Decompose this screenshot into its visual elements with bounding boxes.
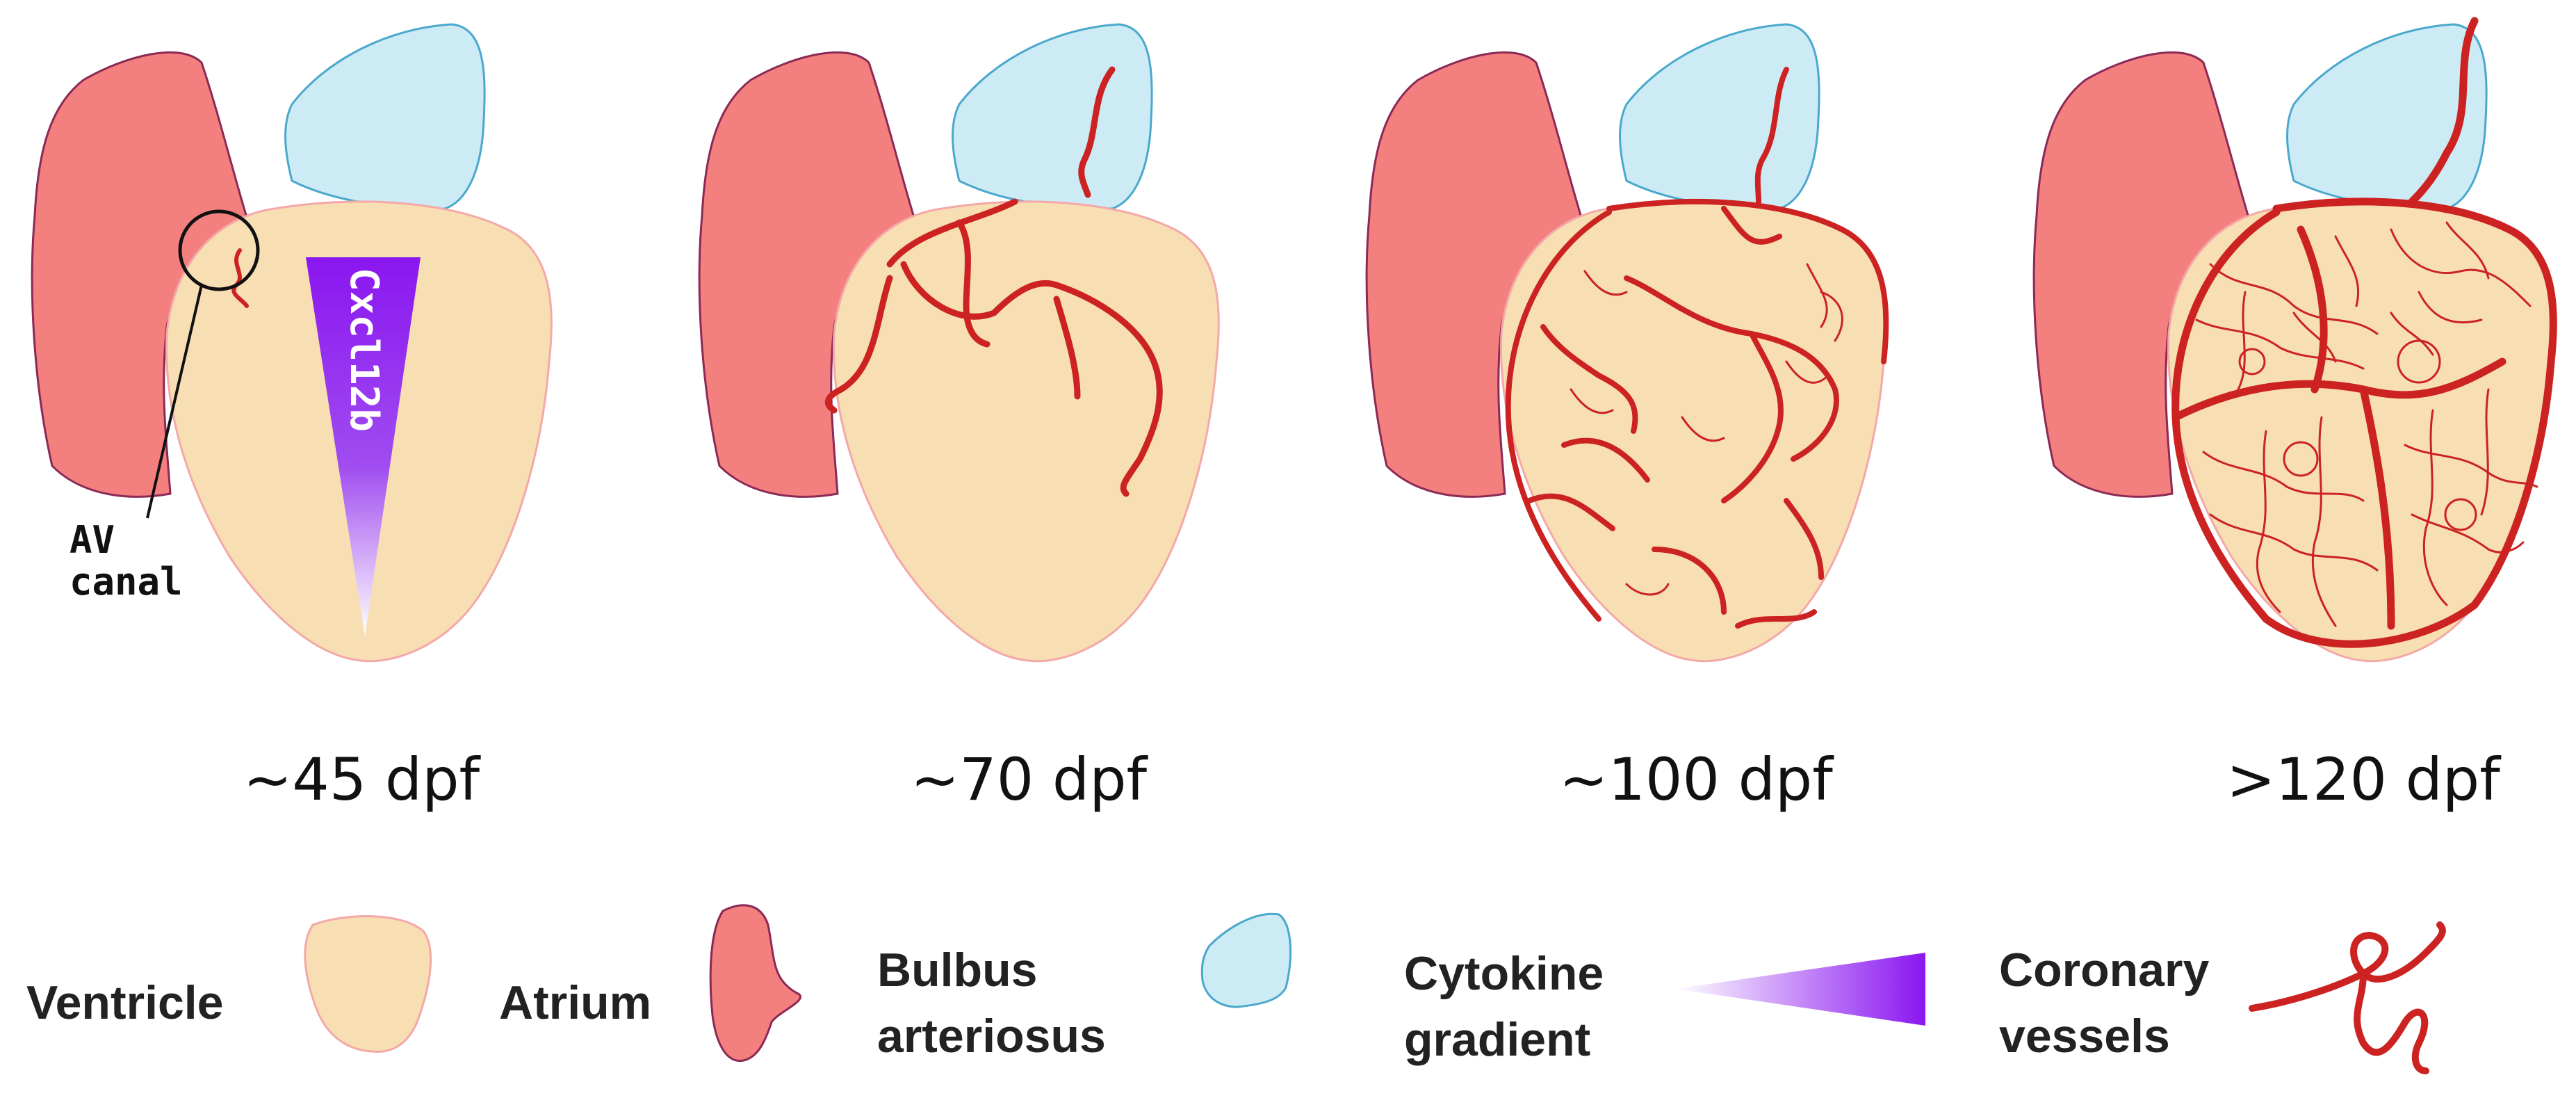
stage-4-heart (2032, 17, 2557, 663)
av-canal-pointer (146, 284, 203, 519)
coronary-vessels (2171, 17, 2557, 648)
stage-1-heart: Cxcl12b AV canal (31, 23, 553, 663)
legend-bulbus-label-line2: arteriosus (877, 1010, 1106, 1063)
legend-bulbus: Bulbus arteriosus (877, 912, 1291, 1063)
bulbus-shape (952, 23, 1153, 210)
bulbus-shape (284, 23, 486, 210)
coronary-capillaries (2195, 221, 2538, 627)
bulbus-shape (2286, 23, 2488, 210)
legend-cytokine: Cytokine gradient (1404, 947, 1925, 1066)
legend-cytokine-label-line1: Cytokine (1404, 947, 1604, 1000)
legend-coronary: Coronary vessels (1999, 921, 2446, 1074)
coronary-capillaries (1570, 263, 1843, 596)
stage-2-heart (698, 23, 1220, 663)
bulbus-shape (1619, 23, 1820, 210)
legend-ventricle: Ventricle (26, 915, 432, 1053)
av-canal-circle (178, 209, 260, 291)
stage-3-heart (1365, 23, 1889, 663)
coronary-vessels (824, 66, 1163, 497)
legend-cytokine-label-line2: gradient (1404, 1013, 1590, 1066)
cxcl12b-label: Cxcl12b (341, 268, 386, 432)
cytokine-gradient-swatch (1675, 953, 1925, 1026)
coronary-vessels (1505, 67, 1889, 629)
legend-atrium-label: Atrium (499, 976, 651, 1029)
legend-atrium: Atrium (499, 904, 802, 1062)
av-canal-label-line2: canal (70, 560, 183, 604)
legend: Ventricle Atrium Bulbus arteriosus Cytok… (26, 904, 2446, 1074)
legend-ventricle-label: Ventricle (26, 976, 224, 1029)
bulbus-swatch (1200, 912, 1291, 1008)
stage-label-45dpf: ~45 dpf (243, 745, 482, 814)
ventricle-shape (2167, 200, 2554, 663)
stage-label-100dpf: ~100 dpf (1559, 745, 1834, 814)
atrium-swatch (709, 904, 802, 1062)
cxcl12b-gradient (306, 257, 421, 636)
legend-coronary-label-line1: Coronary (1999, 944, 2209, 996)
stage-label-70dpf: ~70 dpf (911, 745, 1149, 814)
legend-bulbus-label-line1: Bulbus (877, 944, 1037, 996)
stage-label-120dpf: >120 dpf (2226, 745, 2502, 814)
legend-coronary-label-line2: vessels (1999, 1010, 2170, 1063)
ventricle-swatch (304, 915, 432, 1053)
coronary-vessel-swatch (2249, 921, 2446, 1074)
av-canal-label-line1: AV (70, 518, 115, 562)
ventricle-shape (833, 200, 1220, 663)
